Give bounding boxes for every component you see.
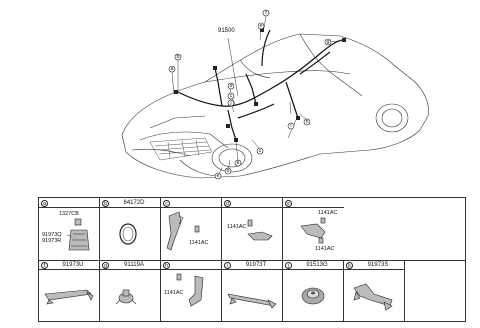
part-label: 1141AC	[315, 246, 335, 252]
part-image-h	[176, 273, 204, 307]
cell-part-number: 91973S	[367, 262, 389, 268]
svg-text:c: c	[259, 148, 262, 154]
cell-header: g 91119A	[100, 260, 160, 270]
cell-part-number: 91973T	[245, 262, 267, 268]
svg-text:f: f	[265, 10, 267, 16]
cell-letter: e	[285, 199, 292, 207]
callout-g: g	[324, 38, 332, 46]
svg-text:d: d	[229, 83, 232, 89]
part-image-g	[115, 289, 137, 305]
part-label: 91973Q	[42, 232, 62, 238]
cell-letter: j	[285, 261, 292, 269]
svg-text:j: j	[229, 100, 231, 106]
svg-text:e: e	[216, 173, 219, 179]
svg-text:g: g	[326, 39, 329, 45]
front-grille	[149, 137, 213, 161]
part-cell-f: f 91973U	[39, 260, 100, 322]
cell-part-number: 91119A	[124, 262, 144, 268]
part-cell-g: g 91119A	[100, 260, 161, 322]
part-cell-d: d 1141AC	[222, 198, 283, 260]
part-cell-c: c 1141AC	[161, 198, 222, 260]
svg-text:e: e	[259, 23, 262, 29]
part-image-b	[119, 223, 137, 245]
connectors	[174, 28, 346, 142]
part-cell-i: i 91973T	[222, 260, 283, 322]
part-cell-e: e 1141AC 1141AC	[283, 198, 344, 260]
part-cell-j: j 91513G	[283, 260, 344, 322]
cell-header: a	[39, 198, 99, 208]
part-label: 1327CB	[59, 211, 79, 217]
part-label: 91973R	[42, 238, 62, 244]
cell-letter: h	[163, 261, 170, 269]
cell-letter: d	[224, 199, 231, 207]
parts-row-1: a 1327CB 91973Q 91973R b 84172D	[39, 198, 465, 261]
part-cell-a: a 1327CB 91973Q 91973R	[39, 198, 100, 260]
svg-text:h: h	[305, 119, 308, 125]
part-image-j	[301, 287, 325, 305]
cell-letter: c	[163, 199, 170, 207]
cell-header: f 91973U	[39, 260, 99, 270]
part-image-f	[44, 289, 94, 305]
callout-f: f	[262, 9, 270, 17]
callout-c-top: c	[227, 92, 235, 100]
callout-b-bottom: b	[224, 167, 232, 175]
callout-e: e	[257, 22, 265, 30]
svg-text:a: a	[170, 66, 174, 72]
cell-header: c	[161, 198, 221, 208]
svg-text:b: b	[176, 54, 179, 60]
cell-header: e	[283, 198, 344, 208]
cell-letter: k	[346, 261, 353, 269]
part-label: 1141AC	[164, 290, 184, 296]
svg-text:i: i	[290, 123, 291, 129]
part-image-d	[247, 219, 273, 241]
callout-b-top: b	[174, 53, 182, 61]
car-body	[121, 33, 429, 179]
part-image-a	[66, 218, 90, 251]
cell-header: b 84172D	[100, 198, 160, 208]
cell-part-number: 91973U	[62, 262, 84, 268]
callout-i: i	[287, 122, 295, 130]
part-label: 1141AC	[318, 210, 338, 216]
callout-c-bottom: c	[256, 147, 264, 155]
cell-header: i 91973T	[222, 260, 282, 270]
cell-letter: a	[41, 199, 48, 207]
part-image-e	[300, 217, 326, 244]
callout-d: d	[227, 82, 235, 90]
cell-header: j 91513G	[283, 260, 343, 270]
cell-letter: f	[41, 261, 48, 269]
wiring-harness	[177, 29, 345, 141]
main-part-number: 91500	[218, 28, 235, 34]
cell-part-number: 84172D	[123, 200, 145, 206]
cell-letter: b	[102, 199, 109, 207]
part-cell-b: b 84172D	[100, 198, 161, 260]
callout-e-bottom: e	[214, 172, 222, 180]
part-cell-k: k 91973S	[344, 260, 405, 322]
svg-text:k: k	[237, 160, 240, 166]
part-image-i	[227, 293, 277, 309]
cell-header: d	[222, 198, 282, 208]
cell-header: k 91973S	[344, 260, 404, 270]
cell-letter: g	[102, 261, 109, 269]
callout-k: k	[234, 159, 242, 167]
svg-text:c: c	[230, 93, 233, 99]
callout-h: h	[303, 118, 311, 126]
parts-row-2: f 91973U g 91119A	[39, 260, 465, 322]
cell-part-number: 91513G	[306, 262, 328, 268]
callout-a: a	[168, 65, 176, 73]
empty-cell	[405, 260, 466, 322]
svg-text:b: b	[226, 168, 229, 174]
part-label: 1141AC	[227, 224, 247, 230]
part-cell-h: h 1141AC	[161, 260, 222, 322]
parts-table: a 1327CB 91973Q 91973R b 84172D	[38, 197, 466, 322]
part-image-c	[166, 211, 200, 251]
part-label: 1141AC	[189, 240, 209, 246]
cell-letter: i	[224, 261, 231, 269]
part-image-k	[353, 283, 393, 311]
cell-header: h	[161, 260, 221, 270]
callout-j: j	[227, 99, 235, 107]
car-wiring-diagram: 91500 f e g b a d c j h i k c b e	[121, 9, 429, 180]
